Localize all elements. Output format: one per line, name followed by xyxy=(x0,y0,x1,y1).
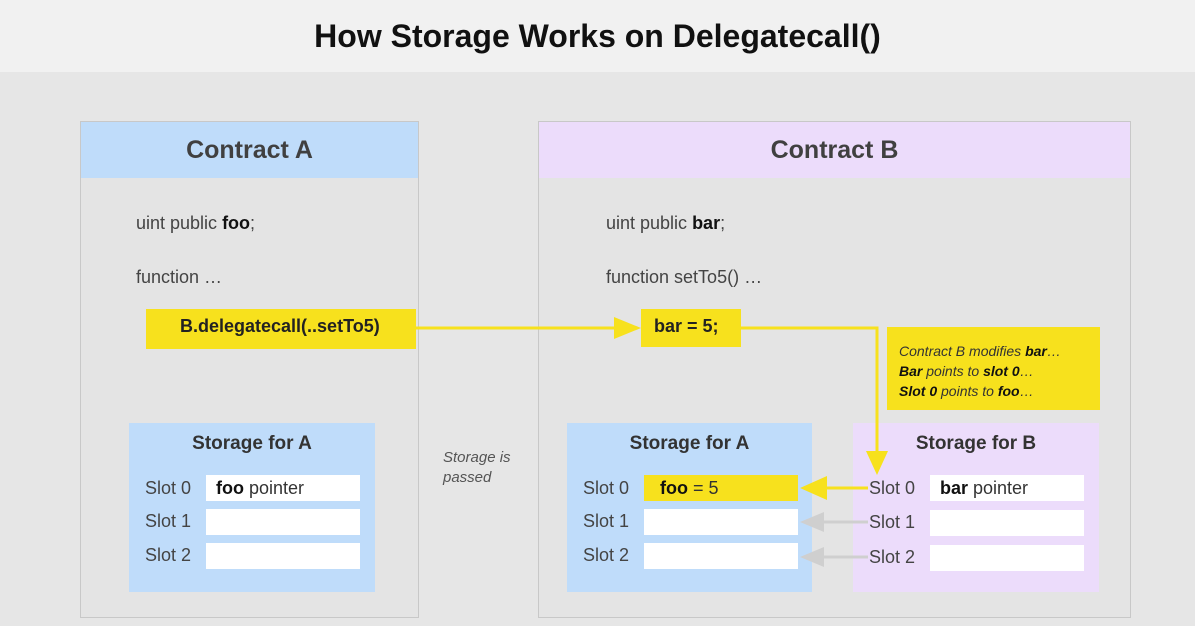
slot-value-bold: foo xyxy=(660,478,688,498)
note-line-3: Slot 0 points to foo… xyxy=(899,381,1090,401)
slot-0-value: foo pointer xyxy=(206,475,360,501)
slot-value-rest: pointer xyxy=(968,478,1029,498)
slot-label: Slot 2 xyxy=(583,545,630,565)
contract-b-header: Contract B xyxy=(539,122,1130,178)
note-line: passed xyxy=(443,469,492,486)
delegatecall-text: B.delegatecall(..setTo5) xyxy=(180,316,380,336)
var-decl-suffix: ; xyxy=(250,213,256,233)
slot-0-value: bar pointer xyxy=(930,475,1084,501)
slot-2-value xyxy=(644,543,798,569)
note-text: … xyxy=(1019,363,1034,379)
note-line: Storage is xyxy=(443,449,511,466)
note-bold: slot 0 xyxy=(983,363,1020,379)
contract-a-function: function … xyxy=(136,267,223,287)
slot-value-bold: foo xyxy=(216,478,244,498)
contract-b-var-decl: uint public bar; xyxy=(606,213,725,234)
slot-1-value xyxy=(644,509,798,535)
slot-label: Slot 1 xyxy=(583,511,630,531)
modification-note: Contract B modifies bar… Bar points to s… xyxy=(887,327,1100,410)
assign-to-slot-arrow-line xyxy=(741,326,879,453)
slot-label: Slot 2 xyxy=(869,547,916,567)
slot-label: Slot 1 xyxy=(145,511,192,531)
note-text: … xyxy=(1019,383,1034,399)
contract-b-function: function setTo5() … xyxy=(606,267,763,287)
note-bold: Slot 0 xyxy=(899,383,938,399)
slot-value-rest: pointer xyxy=(243,478,305,498)
note-line-1: Contract B modifies bar… xyxy=(899,341,1090,361)
slot-label: Slot 0 xyxy=(145,478,192,498)
note-text: points to xyxy=(937,383,998,399)
slot-label: Slot 0 xyxy=(869,478,916,498)
note-text: Contract B modifies xyxy=(899,343,1026,359)
slot-label: Slot 0 xyxy=(583,478,630,498)
slot-2-value xyxy=(930,545,1084,571)
slot0-pointer-arrow-head xyxy=(800,476,827,500)
note-bold: foo xyxy=(997,383,1020,399)
var-name-bar: bar xyxy=(692,213,721,233)
storage-title: Storage for B xyxy=(915,433,1037,454)
note-text: … xyxy=(1046,343,1061,359)
var-decl-prefix: uint public xyxy=(606,213,693,233)
slot-0-value-highlighted: foo = 5 xyxy=(644,475,798,501)
note-bold: Bar xyxy=(899,363,923,379)
slot-1-value xyxy=(206,509,360,535)
storage-passed-note: Storage is passed xyxy=(443,448,511,488)
slot-2-value xyxy=(206,543,360,569)
var-decl-prefix: uint public xyxy=(136,213,223,233)
slot2-pointer-arrow-head xyxy=(800,547,824,567)
storage-title: Storage for A xyxy=(629,433,750,454)
slot-value-bold: bar xyxy=(940,478,969,498)
assign-to-slot-arrow-head xyxy=(866,451,888,475)
slot-label: Slot 1 xyxy=(869,512,916,532)
storage-title: Storage for A xyxy=(192,433,312,454)
slot-1-value xyxy=(930,510,1084,536)
contract-a-header: Contract A xyxy=(81,122,418,178)
slot1-pointer-arrow-head xyxy=(800,512,824,532)
assign-text: bar = 5; xyxy=(654,316,719,336)
note-bold: bar xyxy=(1025,343,1047,359)
slot-value-rest: = 5 xyxy=(687,478,719,498)
delegatecall-arrow-head xyxy=(614,317,641,339)
contract-a-var-decl: uint public foo; xyxy=(136,213,255,234)
note-text: points to xyxy=(922,363,984,379)
note-line-2: Bar points to slot 0… xyxy=(899,361,1090,381)
slot-label: Slot 2 xyxy=(145,545,192,565)
delegatecall-block xyxy=(146,309,416,349)
diagram-title: How Storage Works on Delegatecall() xyxy=(0,0,1195,72)
var-name-foo: foo xyxy=(222,213,251,233)
var-decl-suffix: ; xyxy=(720,213,726,233)
assign-block xyxy=(641,309,741,347)
